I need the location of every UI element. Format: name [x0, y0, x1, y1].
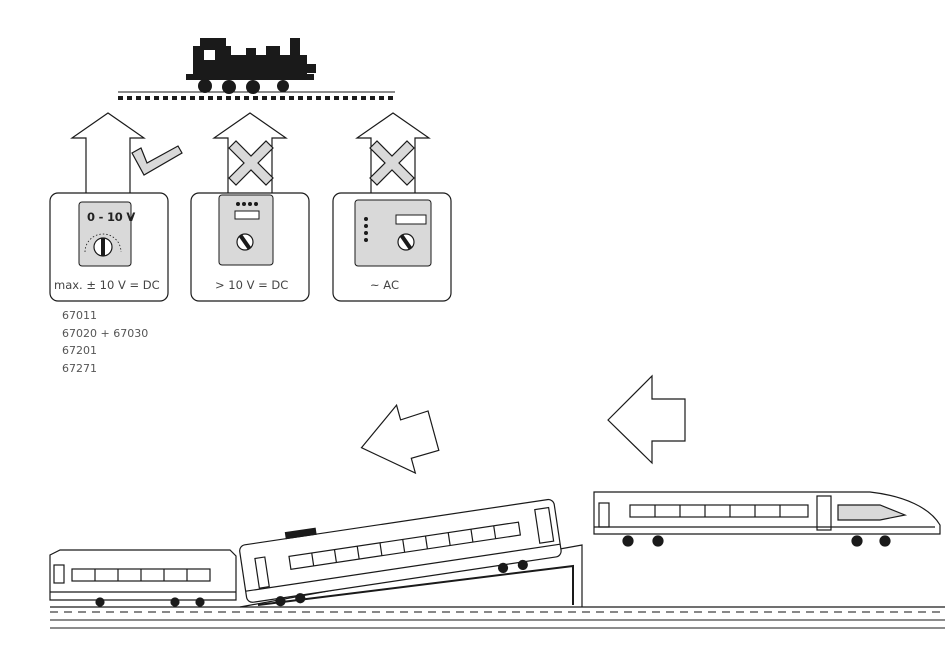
compatible-models-list: 67011 67020 + 67030 67201 67271: [62, 307, 148, 377]
controller-caption-dc-over-10v: > 10 V = DC: [215, 278, 288, 292]
model-code: 67201: [62, 342, 148, 360]
model-code: 67020 + 67030: [62, 325, 148, 343]
check-mark-icon: [132, 146, 182, 175]
left-arrow-icon: [359, 376, 685, 477]
model-code: 67271: [62, 360, 148, 378]
model-code: 67011: [62, 307, 148, 325]
ice-train-icon: [50, 550, 236, 606]
bottom-track: [50, 607, 945, 628]
controller-caption-dc-10v: max. ± 10 V = DC: [54, 278, 160, 292]
ice-train-icon: [594, 492, 940, 546]
controller-scale-label: 0 - 10 V: [87, 210, 135, 224]
steam-locomotive-icon: [186, 38, 316, 94]
controller-caption-ac: ~ AC: [370, 278, 399, 292]
ice-train-icon: [238, 493, 563, 611]
